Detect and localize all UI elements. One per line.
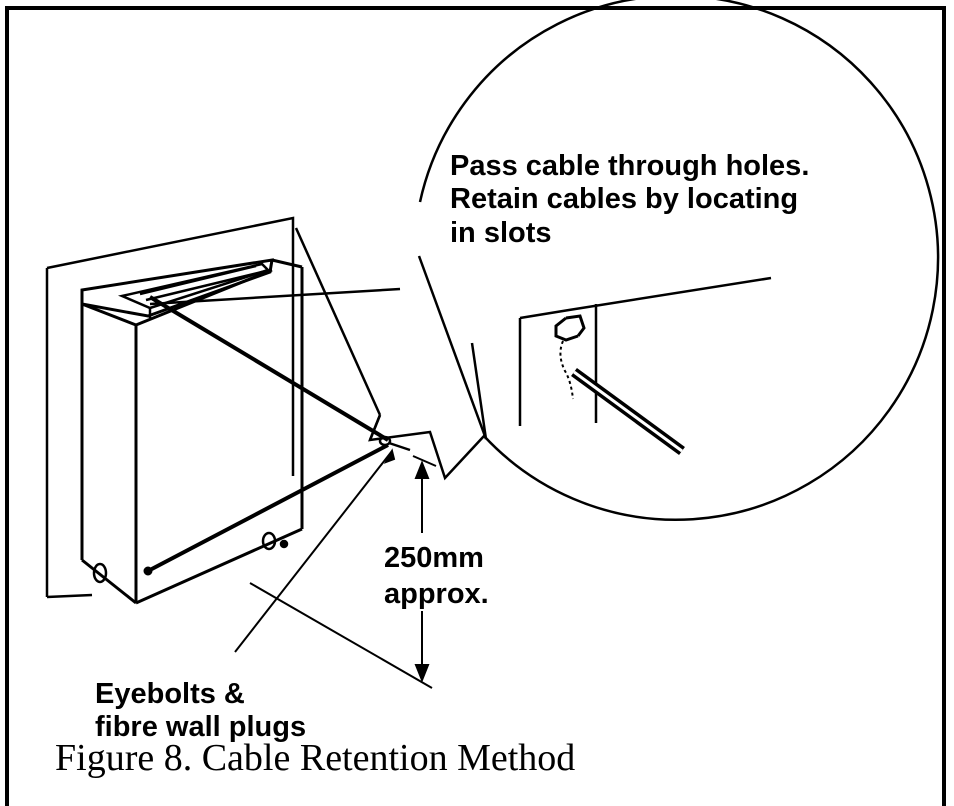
fixing-label: Eyebolts & fibre wall plugs (95, 678, 306, 745)
callout-bubble (294, 0, 940, 521)
magnified-cable (571, 367, 685, 456)
callout-text: Pass cable through holes. Retain cables … (450, 150, 809, 250)
dimension-qualifier: approx. (384, 578, 489, 611)
callout-line-2: Retain cables by locating (450, 183, 799, 216)
magnified-slot-detail (417, 255, 772, 440)
dimension-value: 250mm (384, 542, 484, 574)
cable-hole-icons (92, 531, 289, 584)
wall-plate (45, 216, 295, 599)
fixing-line-2: fibre wall plugs (95, 711, 307, 744)
fixing-leader (234, 448, 396, 653)
callout-line-3: in slots (450, 216, 552, 249)
dimension-label: 250mm approx. (384, 540, 489, 613)
retaining-cables (143, 287, 401, 576)
dimension-marker (249, 455, 437, 689)
cable-slot-bar (117, 262, 271, 318)
callout-line-1: Pass cable through holes. (450, 150, 810, 182)
enclosure (80, 258, 304, 605)
figure-frame (5, 6, 946, 806)
fixing-line-1: Eyebolts & (95, 678, 245, 710)
figure-caption: Figure 8. Cable Retention Method (55, 737, 576, 779)
